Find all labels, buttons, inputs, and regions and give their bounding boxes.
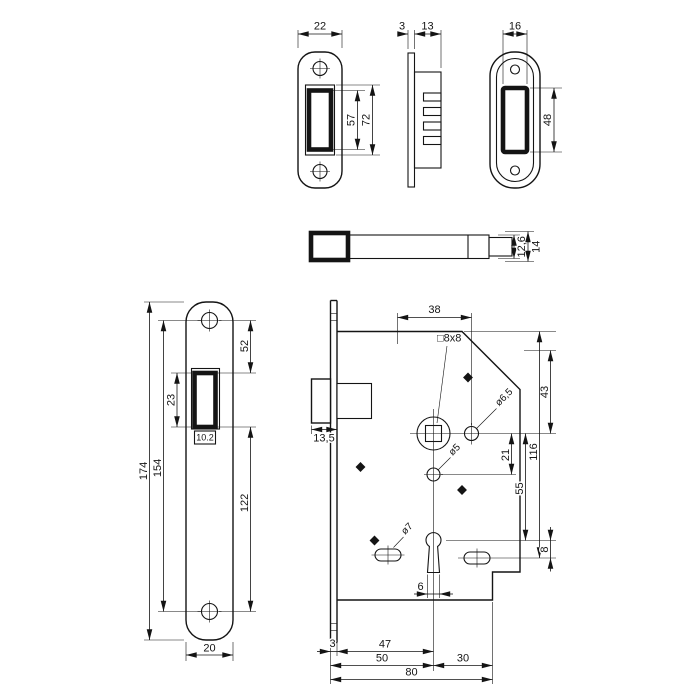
dim-label-174: 174 (138, 462, 150, 480)
dim-bottom-80: 80 (330, 665, 493, 683)
view-strike-plate: 16 48 (489, 19, 562, 189)
fixing-lug (369, 535, 380, 546)
rib (422, 92, 442, 102)
latch-bolt-tail (488, 236, 513, 257)
dim-122: 122 (217, 426, 256, 612)
dim-13-5: 13,5 (311, 426, 337, 446)
dim-label-57: 57 (346, 114, 358, 126)
view-lock-case: 38 □8x8 ø6,5 ø5 ø7 43 13,5 21 55 116 (310, 299, 556, 684)
latch-bolt-head (310, 378, 332, 424)
dim-latch-12-6: 12,6 (498, 235, 530, 259)
dim-23: 23 (164, 372, 192, 428)
dim-label-22: 22 (314, 21, 326, 33)
front-plate-outline (297, 51, 343, 189)
view-faceplate-long: 10.2 52 23 174 154 (137, 301, 256, 661)
view-side-profile: 3 13 (397, 19, 442, 188)
label-dia-5: ø5 (447, 442, 463, 458)
dim-keyhole-6: 6 (414, 580, 453, 597)
dim-43: 43 (538, 350, 554, 434)
dim-label-47: 47 (379, 639, 391, 651)
dim-20: 20 (185, 641, 234, 661)
dim-plate-thickness-3: 3 (397, 19, 415, 49)
rib (422, 106, 442, 117)
dim-latch-14: 14 (505, 231, 544, 262)
dim-55: 55 (513, 433, 529, 541)
fixing-lug (457, 485, 467, 495)
dim-strike-height-48: 48 (530, 87, 562, 153)
dim-116: 116 (527, 331, 543, 558)
dim-label-30: 30 (457, 653, 469, 665)
dim-label-48: 48 (542, 114, 554, 126)
dim-label-80: 80 (405, 667, 417, 679)
dim-bottom-3-47: 3 47 (317, 637, 434, 655)
faceplate-edge (407, 52, 416, 188)
dim-front-width-22: 22 (297, 19, 343, 48)
strike-plate-inner (495, 57, 535, 183)
dim-label-8: 8 (539, 546, 551, 552)
dim-label-12-6: 12,6 (516, 236, 528, 257)
latch-bolt-head (308, 230, 351, 263)
lock-body-edge (413, 71, 442, 169)
fixing-lug (355, 462, 366, 472)
dim-label-122: 122 (239, 494, 251, 512)
dim-bottom-50-30: 50 30 (330, 651, 493, 669)
dim-label-72: 72 (361, 114, 373, 126)
dim-174: 174 (137, 301, 184, 641)
latch-window (192, 370, 218, 430)
rib (422, 135, 442, 146)
dim-front-height-72: 72 (336, 84, 380, 156)
dim-38: 38 (397, 303, 472, 321)
dim-label-55: 55 (514, 482, 526, 494)
view-front-plate: 22 57 72 (297, 19, 380, 189)
dim-154: 154 (151, 320, 201, 612)
dim-front-height-57: 57 (333, 90, 365, 150)
dim-label-20: 20 (203, 643, 215, 655)
dim-label-3: 3 (399, 21, 405, 33)
dim-label-13-5: 13,5 (313, 433, 334, 445)
dim-strike-width-16: 16 (502, 19, 528, 84)
dim-label-154: 154 (152, 459, 164, 477)
fixing-hole-bottom (509, 165, 521, 176)
label-square-8x8: □8x8 (437, 333, 461, 345)
strike-plate-outline (489, 51, 541, 189)
dim-label-116: 116 (528, 443, 540, 461)
label-dia-7: ø7 (399, 521, 415, 537)
dim-label-6: 6 (417, 581, 423, 593)
label-dia-6-5: ø6,5 (493, 386, 515, 408)
faceplate-outline (185, 301, 234, 641)
latch-window (306, 88, 334, 152)
dim-label-3: 3 (329, 638, 335, 650)
dim-52: 52 (217, 320, 256, 374)
dim-label-23: 23 (166, 394, 178, 406)
latch-window-outer (304, 84, 336, 156)
dim-body-depth-13: 13 (414, 19, 442, 68)
dim-label-38: 38 (428, 304, 440, 316)
dim-label-10-2: 10.2 (196, 433, 214, 443)
width-box (193, 430, 217, 445)
view-latch-bolt: 12,6 14 (308, 230, 544, 263)
dim-label-43: 43 (539, 386, 551, 398)
dim-label-14: 14 (531, 241, 543, 253)
dim-label-21: 21 (500, 449, 512, 461)
fixing-hole-top (509, 64, 521, 75)
latch-bolt-tail (336, 382, 373, 420)
dim-8: 8 (538, 527, 554, 572)
rib (422, 121, 442, 131)
dim-label-16: 16 (509, 21, 521, 33)
magnet-window (500, 85, 530, 155)
dim-21: 21 (499, 433, 515, 475)
dim-label-50: 50 (376, 653, 388, 665)
dim-label-13: 13 (421, 21, 433, 33)
lock-case-outline (337, 330, 521, 601)
dim-label-52: 52 (239, 340, 251, 352)
